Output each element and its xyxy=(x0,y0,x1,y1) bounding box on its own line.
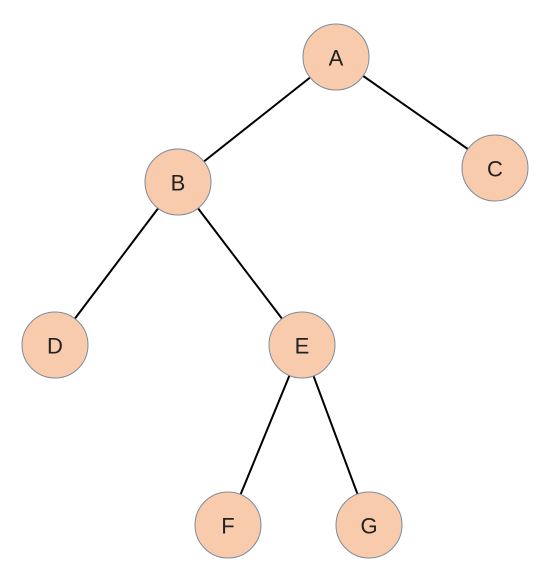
node-circle xyxy=(268,311,336,379)
node-b: B xyxy=(144,148,212,216)
tree-edges xyxy=(54,56,496,526)
edge-a-b xyxy=(177,56,337,183)
edge-b-d xyxy=(54,181,179,346)
node-label: E xyxy=(295,334,310,359)
edge-b-e xyxy=(177,181,303,346)
node-circle xyxy=(461,134,529,202)
tree-nodes: A B C D E F G xyxy=(21,23,529,559)
node-circle xyxy=(335,491,403,559)
node-label: B xyxy=(171,171,186,196)
node-f: F xyxy=(194,491,262,559)
node-circle xyxy=(194,491,262,559)
node-circle xyxy=(21,311,89,379)
node-label: G xyxy=(360,514,377,539)
node-e: E xyxy=(268,311,336,379)
node-c: C xyxy=(461,134,529,202)
node-circle xyxy=(302,23,370,91)
node-circle xyxy=(144,148,212,216)
node-a: A xyxy=(302,23,370,91)
node-label: A xyxy=(329,46,344,71)
node-g: G xyxy=(335,491,403,559)
node-label: C xyxy=(487,157,503,182)
node-label: F xyxy=(221,514,234,539)
node-label: D xyxy=(47,334,63,359)
node-d: D xyxy=(21,311,89,379)
